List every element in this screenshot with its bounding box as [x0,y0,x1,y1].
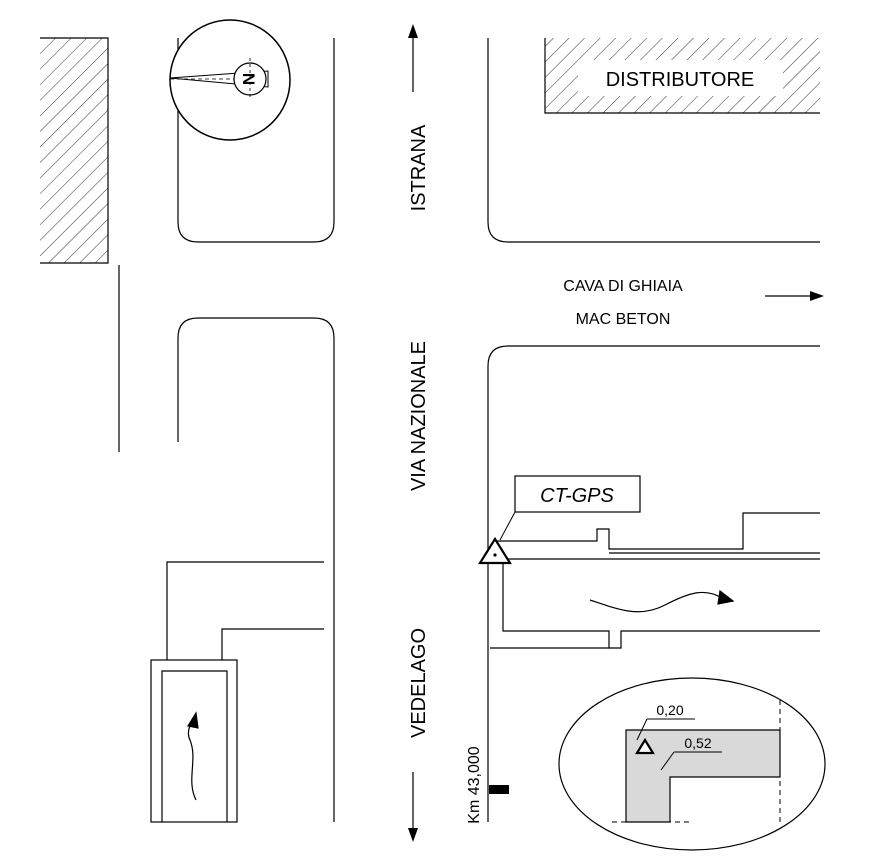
cava-label-line1: CAVA DI GHIAIA [563,278,683,295]
hatched-building-left [40,37,109,264]
block-top-left [177,38,335,243]
istrana-direction: ISTRANA [408,24,430,211]
block-middle-right [487,345,820,822]
km-marker-label: Km 43,000 [466,746,483,823]
block-top-right [487,38,820,243]
north-label: N [239,73,258,85]
istrana-label: ISTRANA [408,124,430,211]
detail-inset: 0,20 0,52 [558,677,826,851]
detail-dim-side: 0,52 [684,735,711,751]
block-middle-left [177,317,335,822]
north-compass: N [169,19,291,141]
vedelago-label: VEDELAGO [408,628,430,738]
station-label: CT-GPS [540,485,614,507]
building-bottom-left [150,561,324,823]
cava-direction: CAVA DI GHIAIA MAC BETON [563,278,824,328]
vedelago-direction: VEDELAGO [408,628,430,842]
distributore-label: DISTRIBUTORE [606,69,755,91]
cava-label-line2: MAC BETON [576,311,671,328]
detail-triangle-icon [635,737,655,755]
distributore-building: DISTRIBUTORE [544,38,820,114]
detail-dim-top: 0,20 [656,702,683,718]
km-marker: Km 43,000 [466,746,509,824]
canal-structure [490,512,820,649]
ct-gps-station[interactable]: CT-GPS [478,475,641,565]
via-nazionale-label: VIA NAZIONALE [408,341,430,491]
gps-triangle-icon [478,536,512,565]
